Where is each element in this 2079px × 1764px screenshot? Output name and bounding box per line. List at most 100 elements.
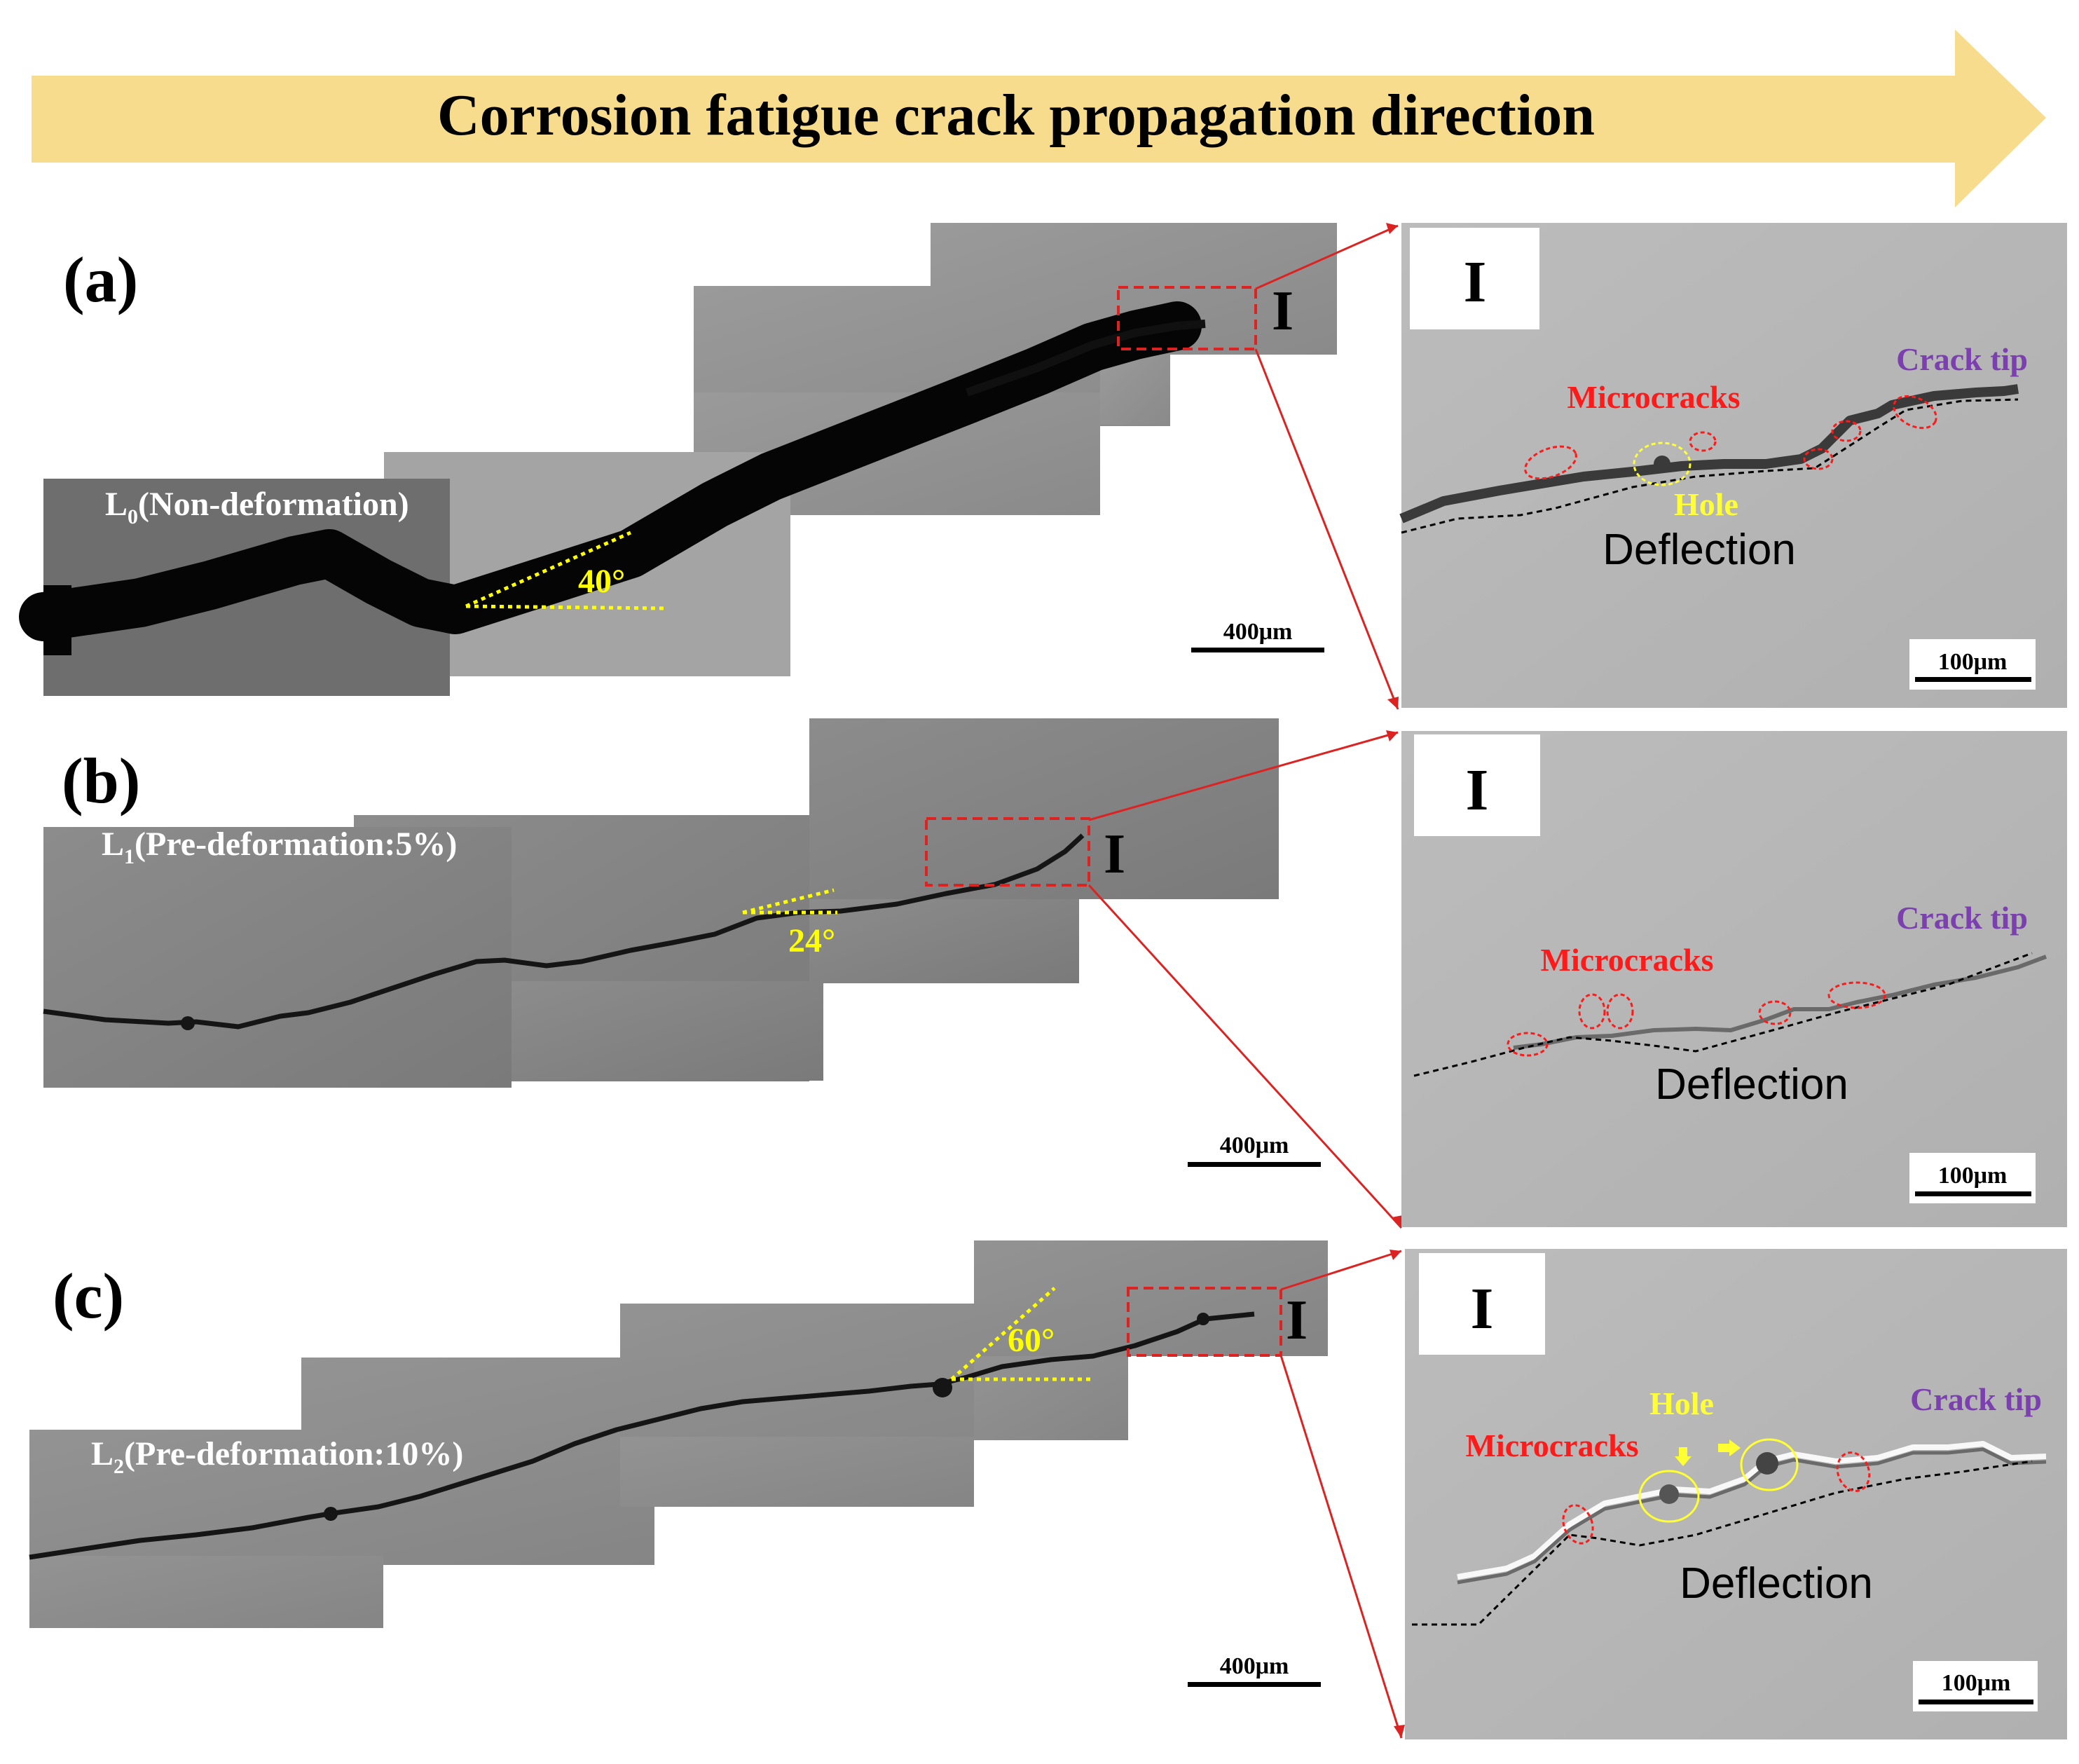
scale-bar: 400μm	[1188, 1653, 1321, 1687]
microcrack-marker	[1578, 993, 1606, 1030]
zoom-scale-label: 100μm	[1938, 1163, 2008, 1189]
hole	[1659, 1484, 1679, 1504]
panel-label: (a)	[63, 244, 138, 315]
scale-bar: 400μm	[1188, 1133, 1321, 1167]
zoom-crack	[1399, 384, 2019, 524]
zoom-scale-line	[1915, 677, 2031, 682]
zoom-panel-b: I Microcracks Crack tip Deflection 100μm	[1401, 731, 2067, 1227]
angle-value: 24°	[788, 922, 835, 959]
crack-path	[29, 1311, 1255, 1560]
zoom-connector-arrow	[1386, 730, 1398, 741]
microcracks-label: Microcracks	[1466, 1428, 1639, 1463]
sample-label: L1(Pre-deformation:5%)	[102, 826, 457, 868]
hole-marker	[1638, 1470, 1700, 1523]
crack-pit	[1197, 1313, 1209, 1325]
sample-label: L0(Non-deformation)	[105, 486, 409, 528]
crack-tip-label: Crack tip	[1896, 341, 2028, 377]
sem-tile	[809, 718, 1279, 899]
angle-line-slope	[950, 1287, 1056, 1381]
crack-pit	[933, 1378, 952, 1397]
angle-value: 60°	[1008, 1322, 1055, 1359]
deflection-line	[1412, 1460, 2033, 1626]
zoom-scale-line	[1915, 1191, 2031, 1196]
scale-line	[1191, 648, 1324, 652]
microcrack-marker	[1562, 1504, 1594, 1545]
zoom-connector-arrow	[1394, 1725, 1405, 1738]
zoom-scale-label: 100μm	[1938, 649, 2008, 675]
scale-label: 400μm	[1223, 619, 1293, 645]
zoom-connector	[1280, 1250, 1402, 1291]
zoom-connector-arrow	[1386, 223, 1398, 234]
sem-tile	[43, 827, 512, 1088]
scale-line	[1188, 1162, 1321, 1167]
zoom-connector	[1255, 224, 1399, 290]
zoom-connector	[1088, 731, 1399, 821]
panel-a: 40° I (a) L0(Non-deformation) 400μm I	[19, 223, 2067, 710]
zoom-label: I	[1464, 249, 1487, 315]
panel-c: 60° I (c) L2(Pre-deformation:10%) 400μm …	[29, 1240, 2067, 1739]
zoom-label-box	[1419, 1253, 1545, 1355]
hole	[1756, 1452, 1778, 1475]
zoom-crack	[1457, 1441, 2047, 1580]
zoom-label-box	[1414, 734, 1540, 836]
angle-marker: 24°	[742, 888, 837, 959]
crack-path-thin	[966, 320, 1206, 397]
zoom-region-box	[1117, 286, 1257, 350]
zoom-connector	[1254, 348, 1399, 710]
banner-text: Corrosion fatigue crack propagation dire…	[437, 83, 1595, 148]
panel-a-mosaic	[43, 223, 1337, 696]
crack-pit	[181, 1016, 195, 1030]
deflection-label: Deflection	[1655, 1060, 1848, 1109]
panel-b-mosaic	[43, 718, 1279, 1088]
crack-pit	[324, 1507, 338, 1521]
region-label: I	[1286, 1290, 1308, 1351]
deflection-line	[1413, 952, 2033, 1077]
deflection-label: Deflection	[1680, 1559, 1873, 1608]
scale-line	[1188, 1682, 1321, 1687]
sem-tile	[809, 899, 1079, 983]
microcrack-marker	[1836, 1451, 1871, 1492]
zoom-label: I	[1471, 1276, 1494, 1341]
region-label: I	[1272, 280, 1294, 342]
zoom-connector	[1279, 1355, 1403, 1739]
hole	[1654, 456, 1670, 472]
crack-path	[43, 833, 1085, 1030]
microcrack-marker	[1827, 981, 1886, 1009]
microcrack-marker	[1803, 448, 1834, 470]
hole-pointer-arrow	[1718, 1440, 1741, 1456]
microcrack-marker	[1689, 431, 1717, 452]
zoom-region-box	[1127, 1287, 1282, 1357]
angle-line-slope	[742, 888, 835, 915]
zoom-panel-a: I Microcracks Hole Crack tip Deflection …	[1399, 223, 2067, 708]
zoom-connector-arrow	[1387, 697, 1399, 709]
zoom-crack-shadow	[1457, 1447, 2047, 1585]
angle-marker: 40°	[465, 531, 666, 610]
deflection-line	[1401, 398, 2019, 534]
microcracks-label: Microcracks	[1541, 942, 1714, 978]
angle-value: 40°	[578, 563, 625, 600]
hole-pointer-arrow	[1675, 1447, 1692, 1466]
panel-c-mosaic	[29, 1240, 1328, 1628]
scale-label: 400μm	[1220, 1653, 1289, 1679]
region-label: I	[1104, 823, 1125, 885]
crack-fill	[43, 585, 71, 655]
panel-label: (c)	[53, 1260, 124, 1332]
hole-label: Hole	[1649, 1386, 1714, 1421]
hole-marker	[1633, 442, 1692, 486]
zoom-region-box	[925, 817, 1090, 887]
zoom-label-box	[1410, 228, 1539, 329]
sem-tile	[512, 981, 823, 1081]
hole-marker	[1740, 1438, 1799, 1491]
panel-b: 24° I (b) L1(Pre-deformation:5%) 400μm I…	[43, 718, 2067, 1229]
direction-banner: Corrosion fatigue crack propagation dire…	[32, 29, 2046, 207]
microcrack-marker	[1507, 1032, 1549, 1057]
zoom-connector-arrow	[1392, 1215, 1403, 1228]
microcracks-label: Microcracks	[1567, 379, 1741, 415]
sample-label: L2(Pre-deformation:10%)	[91, 1435, 463, 1478]
zoom-scale-line	[1919, 1700, 2033, 1704]
zoom-connector	[1087, 884, 1403, 1229]
crack-tip-label: Crack tip	[1896, 900, 2028, 936]
zoom-scale-label: 100μm	[1942, 1670, 2011, 1696]
microcrack-marker	[1831, 420, 1862, 442]
